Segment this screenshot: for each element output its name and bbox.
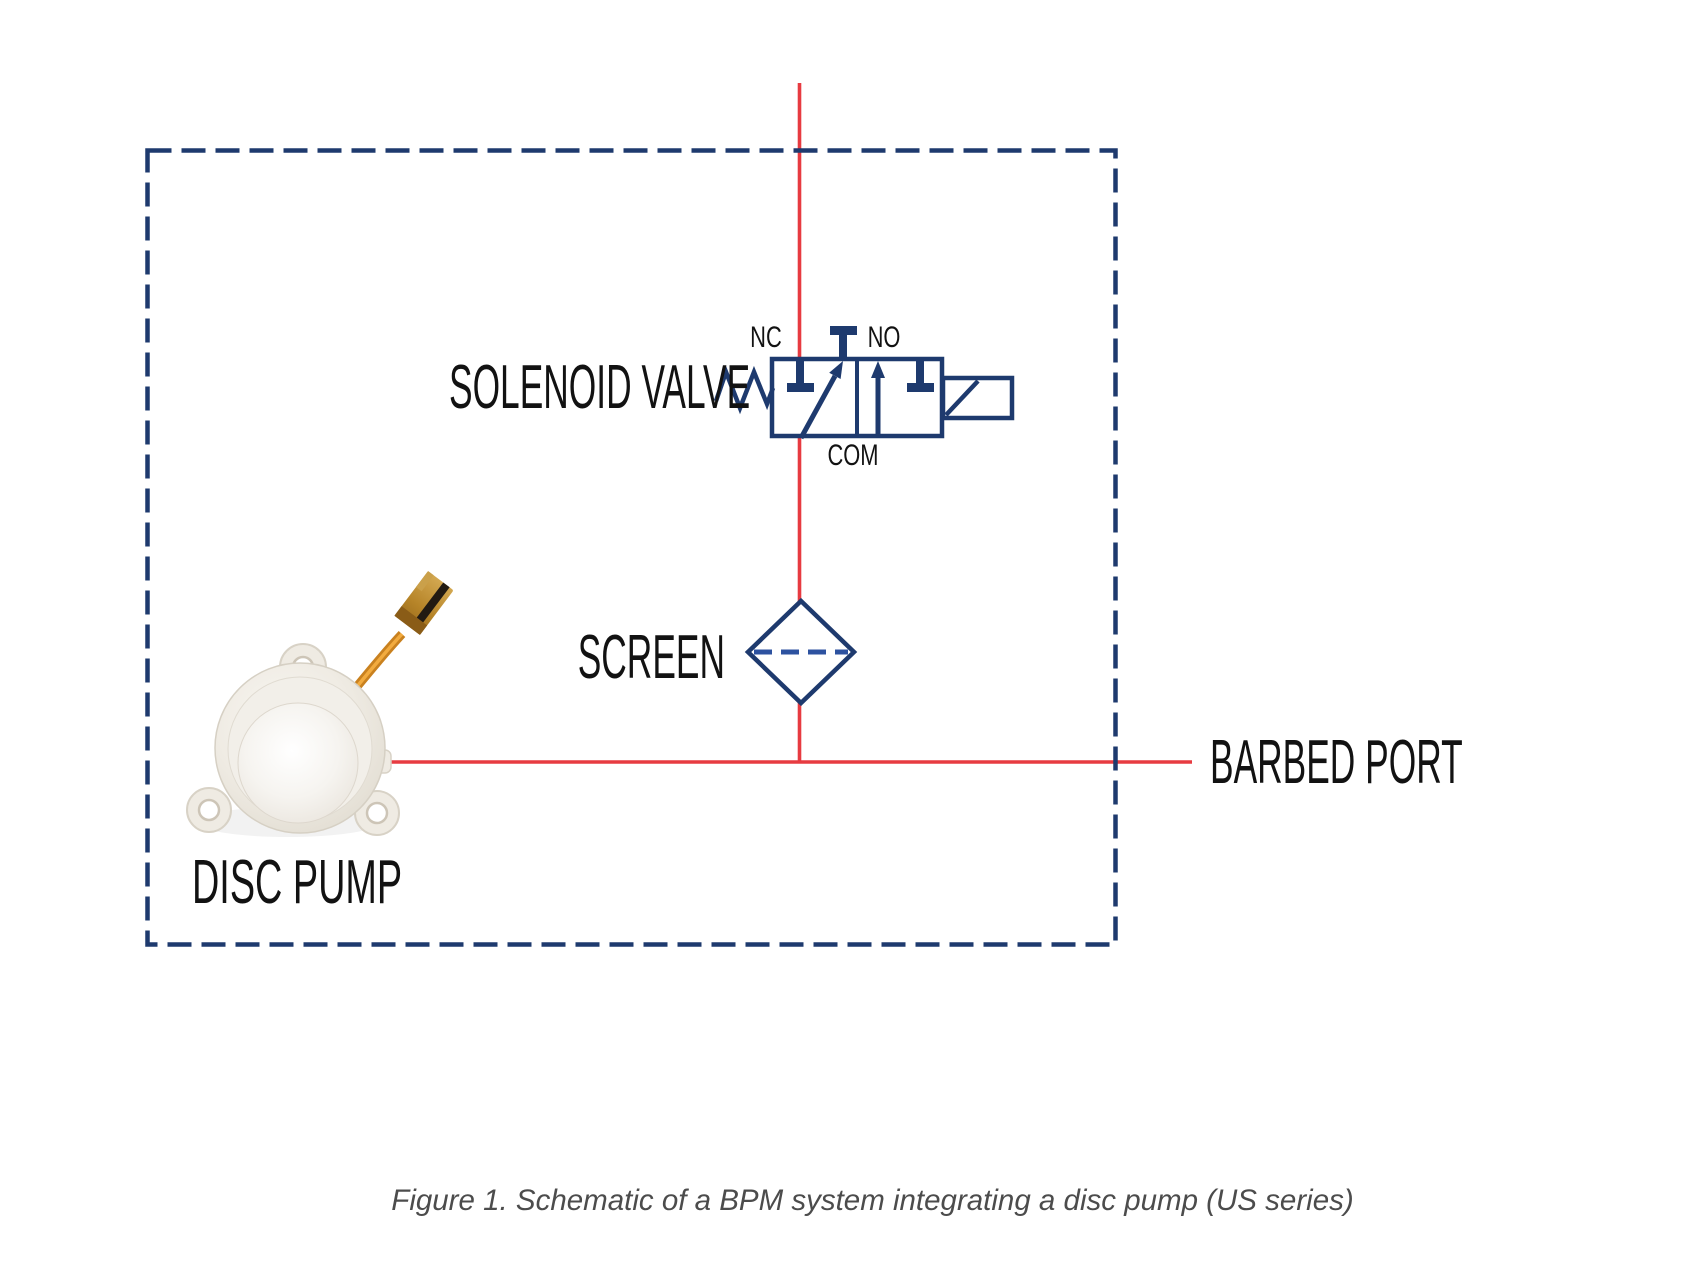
straight-flow-arrowhead-icon <box>871 361 885 378</box>
valve-port-nc-label: NC <box>750 321 782 354</box>
flow-lines <box>383 83 1192 764</box>
pump-mesh-disc <box>237 702 359 824</box>
barbed-port-label: BARBED PORT <box>1210 728 1463 797</box>
screen-filter-symbol <box>744 597 858 707</box>
pump-cable-connector-icon <box>394 571 453 635</box>
solenoid-valve-symbol <box>713 326 1015 440</box>
diagonal-flow-arrowhead-icon <box>829 361 843 379</box>
screen-label: SCREEN <box>577 623 725 692</box>
valve-port-no-label: NO <box>867 321 901 354</box>
diagonal-flow-path <box>798 374 838 440</box>
figure-caption: Figure 1. Schematic of a BPM system inte… <box>391 1184 1354 1217</box>
solenoid-actuator-icon <box>940 375 1015 421</box>
disc-pump-label: DISC PUMP <box>192 848 403 917</box>
valve-port-com-label: COM <box>827 439 879 472</box>
solenoid-actuator-diagonal <box>944 379 980 417</box>
solenoid-valve-label: SOLENOID VALVE <box>449 353 751 422</box>
disc-pump-photo <box>186 571 453 837</box>
system-boundary-box <box>145 148 1118 947</box>
valve-spring-icon <box>713 365 776 415</box>
screen-diamond <box>744 597 858 707</box>
